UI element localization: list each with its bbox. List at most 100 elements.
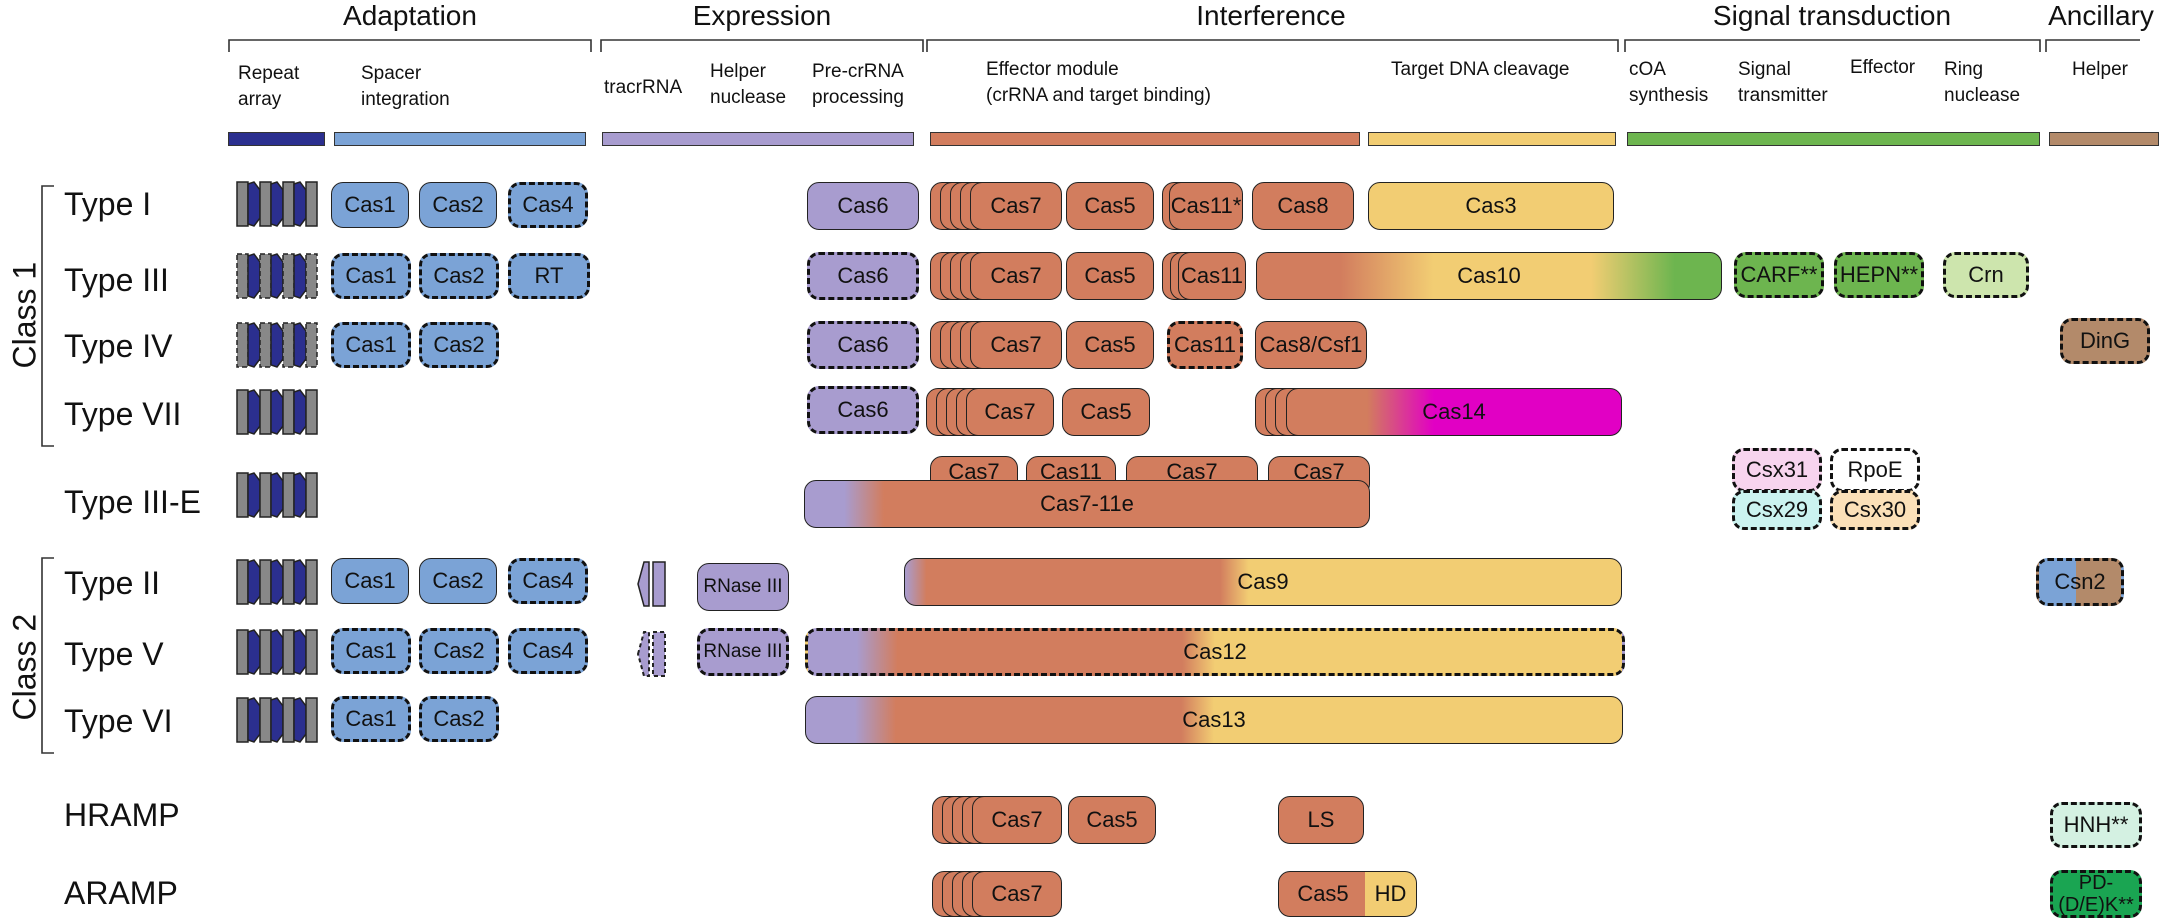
row-label-type-iv: Type IV <box>64 328 173 364</box>
hramp-ls: LS <box>1278 796 1364 844</box>
category-adaptation: Adaptation <box>343 0 477 31</box>
type-iii-cas2: Cas2 <box>419 253 499 299</box>
type-iii-crn: Crn <box>1943 252 2029 298</box>
repeat-array-type-iii-e <box>236 472 318 518</box>
type-iv-cas6: Cas6 <box>807 321 919 369</box>
repeat-array-type-v <box>236 629 318 675</box>
bar-spacer-integration <box>334 132 586 146</box>
bar-target-dna-cleavage <box>1368 132 1616 146</box>
type-i-cas6: Cas6 <box>807 182 919 230</box>
row-label-type-i: Type I <box>64 186 152 222</box>
type-iv-cas5: Cas5 <box>1066 321 1154 369</box>
category-signal-transduction: Signal transduction <box>1712 0 1952 31</box>
type-iv-cas8-csf1: Cas8/Csf1 <box>1255 321 1367 369</box>
row-label-type-v: Type V <box>64 636 164 672</box>
type-v-rnase-iii: RNase III <box>697 628 789 676</box>
bar-effector-module <box>930 132 1360 146</box>
row-label-type-ii: Type II <box>64 565 161 601</box>
aramp-pd-de-k: PD- (D/E)K** <box>2050 870 2142 918</box>
sub-helper: Helper <box>2072 59 2128 80</box>
aramp-cas5-label: Cas5 <box>1297 881 1349 906</box>
class-brackets <box>41 185 54 754</box>
repeat-array-type-iv <box>236 322 318 368</box>
type-iii-rt: RT <box>508 253 590 299</box>
type-i-cas3: Cas3 <box>1368 182 1614 230</box>
sub-helper-nuclease: Helper nuclease <box>710 61 787 108</box>
type-vii-cas7: Cas7 <box>966 388 1054 436</box>
type-ii-rnase-iii: RNase III <box>697 563 789 611</box>
type-v-cas2: Cas2 <box>419 628 499 674</box>
type-i-cas7: Cas7 <box>970 182 1062 230</box>
type-iii-cas7: Cas7 <box>970 252 1062 300</box>
sub-ring-nuclease: Ring nuclease <box>1944 59 2021 106</box>
type-vii-cas6: Cas6 <box>807 386 919 434</box>
row-label-type-vii: Type VII <box>64 396 182 432</box>
type-iii-e-csx31: Csx31 <box>1732 448 1822 492</box>
category-expression: Expression <box>692 0 832 31</box>
bar-ancillary <box>2049 132 2159 146</box>
type-i-cas4: Cas4 <box>508 182 588 228</box>
hramp-hnh: HNH** <box>2050 802 2142 848</box>
type-i-cas2: Cas2 <box>419 182 497 228</box>
type-vii-cas5: Cas5 <box>1062 388 1150 436</box>
type-ii-cas9: Cas9 <box>904 558 1622 606</box>
aramp-cas5: Cas5 <box>1278 871 1368 917</box>
sub-effector-module: Effector module (crRNA and target bindin… <box>986 59 1211 106</box>
category-ancillary: Ancillary <box>2048 0 2154 31</box>
repeat-array-type-vii <box>236 389 318 435</box>
sub-repeat-array: Repeat array <box>238 63 300 110</box>
repeat-array-type-i <box>236 181 318 227</box>
type-iii-cas5: Cas5 <box>1066 252 1154 300</box>
repeat-array-type-ii <box>236 559 318 605</box>
row-label-hramp: HRAMP <box>64 797 180 833</box>
repeat-array-type-iii <box>236 253 318 299</box>
type-iii-carf: CARF** <box>1734 252 1824 298</box>
type-vi-cas1: Cas1 <box>331 696 411 742</box>
type-i-cas11-star: Cas11* <box>1169 182 1243 230</box>
type-iii-cas6: Cas6 <box>807 252 919 300</box>
type-iv-cas7: Cas7 <box>970 321 1062 369</box>
type-v-cas12: Cas12 <box>805 628 1625 676</box>
hramp-cas7: Cas7 <box>972 796 1062 844</box>
type-iv-cas11: Cas11 <box>1167 321 1243 369</box>
sub-effector: Effector <box>1850 57 1916 78</box>
sub-tracrrna: tracrRNA <box>604 77 683 98</box>
type-iii-hepn: HEPN** <box>1834 252 1924 298</box>
bar-signal-transduction <box>1627 132 2040 146</box>
bar-repeat-array <box>228 132 325 146</box>
type-ii-tracrrna-icon <box>637 561 666 607</box>
row-label-type-iii: Type III <box>64 262 169 298</box>
category-interference: Interference <box>1196 0 1346 31</box>
type-iii-e-rpoe: RpoE <box>1830 448 1920 492</box>
type-ii-cas1: Cas1 <box>331 558 409 604</box>
type-iii-cas10: Cas10 <box>1256 252 1722 300</box>
row-label-type-vi: Type VI <box>64 703 173 739</box>
type-iv-cas1: Cas1 <box>331 322 411 368</box>
type-ii-cas4: Cas4 <box>508 558 588 604</box>
type-iv-cas2: Cas2 <box>419 322 499 368</box>
aramp-hd: HD <box>1365 871 1417 917</box>
bar-expression <box>602 132 914 146</box>
type-v-cas1: Cas1 <box>331 628 411 674</box>
sub-coa-synthesis: cOA synthesis <box>1629 59 1709 106</box>
sub-pre-crrna-processing: Pre-crRNA processing <box>812 61 904 108</box>
type-vii-cas14: Cas14 <box>1286 388 1622 436</box>
sub-signal-transmitter: Signal transmitter <box>1738 59 1828 106</box>
type-v-cas4: Cas4 <box>508 628 588 674</box>
type-iii-e-csx29: Csx29 <box>1732 490 1822 530</box>
type-iii-e-cas7-11e: Cas7-11e <box>804 480 1370 528</box>
sub-target-dna-cleavage: Target DNA cleavage <box>1391 59 1570 80</box>
type-i-cas8: Cas8 <box>1252 182 1354 230</box>
type-i-cas1: Cas1 <box>331 182 409 228</box>
type-ii-cas2: Cas2 <box>419 558 497 604</box>
type-iii-cas1: Cas1 <box>331 253 411 299</box>
type-i-cas5: Cas5 <box>1066 182 1154 230</box>
row-label-type-iii-e: Type III-E <box>64 484 201 520</box>
aramp-cas7: Cas7 <box>972 871 1062 917</box>
type-vi-cas2: Cas2 <box>419 696 499 742</box>
hramp-cas5: Cas5 <box>1068 796 1156 844</box>
type-v-tracrrna-icon <box>636 631 666 677</box>
row-label-aramp: ARAMP <box>64 875 178 911</box>
type-vi-cas13: Cas13 <box>805 696 1623 744</box>
type-iii-e-csx30: Csx30 <box>1830 490 1920 530</box>
